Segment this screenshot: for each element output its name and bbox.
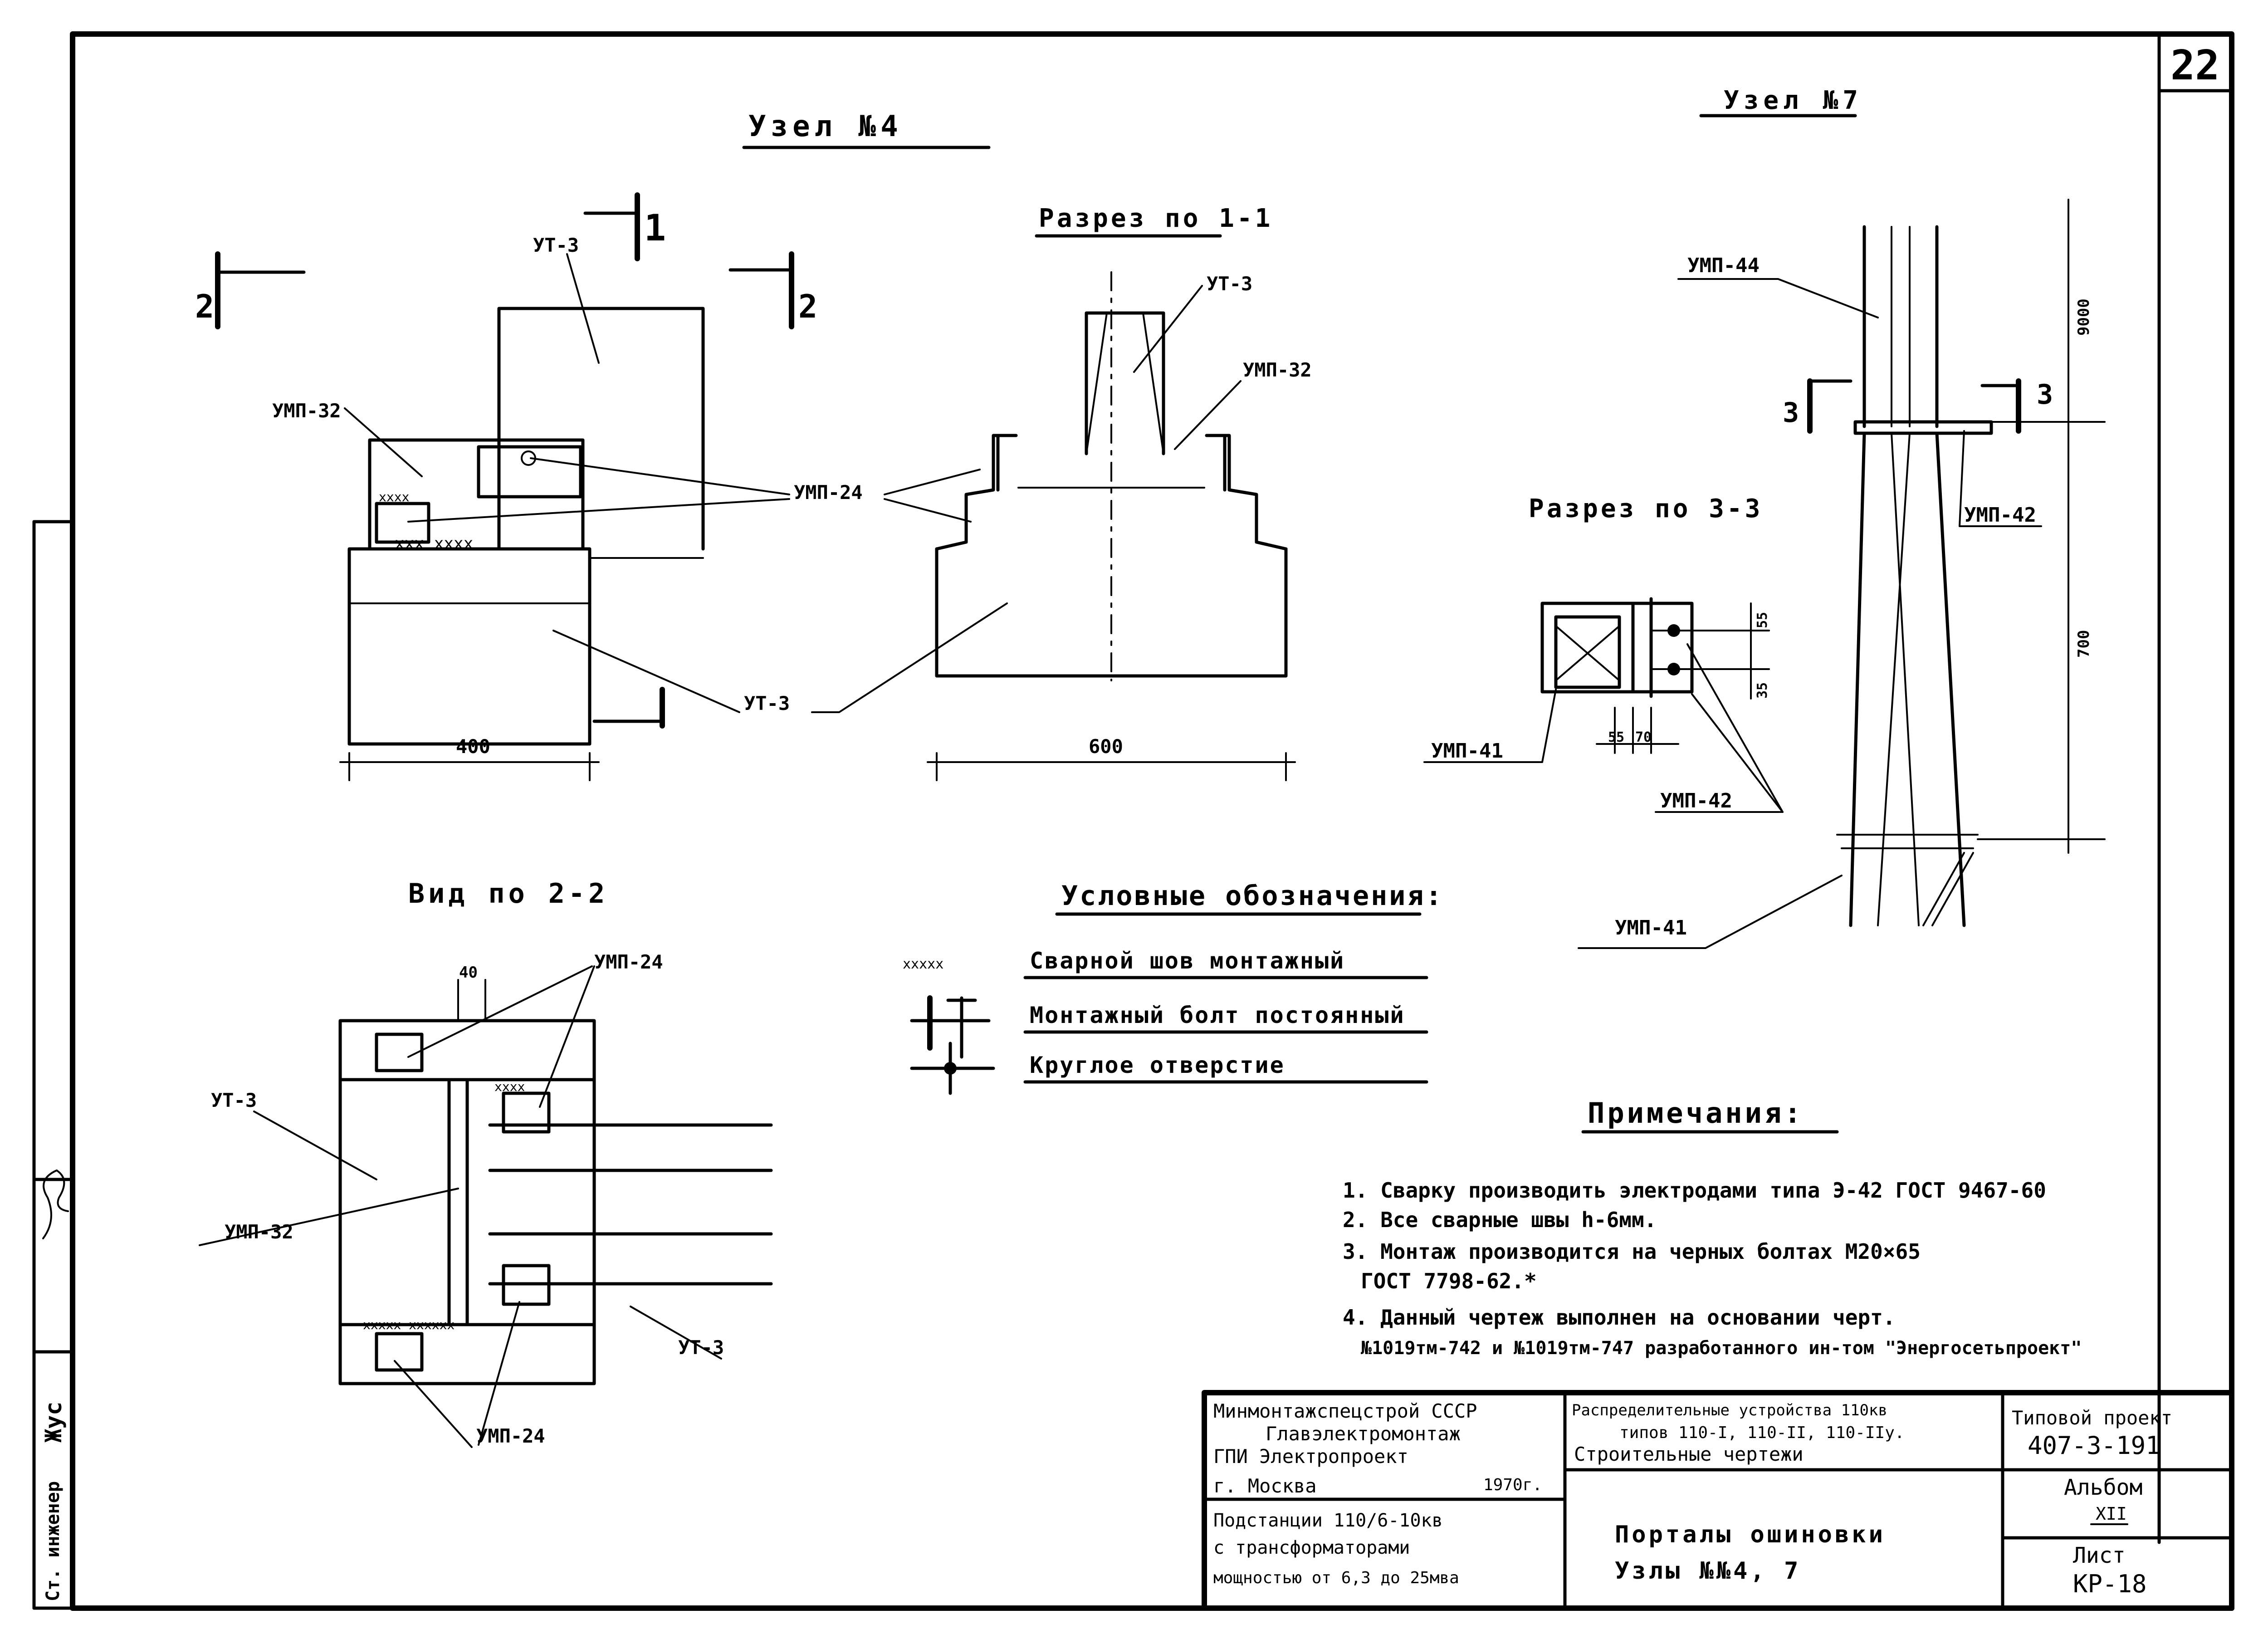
label-ump24-view-top: УМП-24 bbox=[594, 951, 663, 973]
label-ut3-section: УТ-3 bbox=[1207, 273, 1252, 295]
node-4-section-1-1: Разрез по 1-1 600 bbox=[927, 204, 1296, 781]
dim-600: 600 bbox=[1089, 735, 1123, 758]
label-ut3-bottom: УТ-3 bbox=[744, 692, 790, 714]
note-1: 1. Сварку производить электродами типа Э… bbox=[1343, 1178, 2046, 1203]
node-7-title: Узел №7 bbox=[1724, 86, 1862, 115]
cut-mark-1: 1 bbox=[583, 192, 666, 261]
tb-device-2: типов 110-I, 110-II, 110-IIу. bbox=[1619, 1424, 1905, 1442]
tb-device-1: Распределительные устройства 110кв bbox=[1572, 1401, 1887, 1419]
node-4-labels: УТ-3 УМП-32 УМП-24 УТ-3 УТ-3 УМП-32 bbox=[272, 234, 1312, 714]
weld-mark: ххх хххх bbox=[395, 534, 473, 553]
svg-text:1: 1 bbox=[644, 207, 666, 249]
dim-sec-b: 35 bbox=[1755, 682, 1770, 699]
weld-mark: ххххх хххххх bbox=[363, 1317, 455, 1332]
label-ump24-center: УМП-24 bbox=[794, 481, 863, 504]
tb-sheet-title-1: Порталы ошиновки bbox=[1615, 1521, 1886, 1548]
node-7: Узел №7 9000 700 3 bbox=[1423, 86, 2106, 949]
tb-org-1: Минмонтажспецстрой СССР bbox=[1213, 1400, 1477, 1422]
node-4: Узел №4 1 2 2 ххх х bbox=[195, 110, 1312, 1448]
tb-album-number: XII bbox=[2096, 1504, 2127, 1524]
label-ump42-section: УМП-42 bbox=[1660, 789, 1732, 812]
tb-org-2: Главэлектромонтаж bbox=[1266, 1423, 1461, 1445]
tb-object-1: Подстанции 110/6-10кв bbox=[1213, 1510, 1443, 1531]
side-stamp-inv: Ст. инженер bbox=[43, 1481, 64, 1601]
side-stamp: Ст. инженер Жус bbox=[40, 1169, 69, 1601]
legend-item-1: Сварной шов монтажный bbox=[1030, 948, 1345, 974]
weld-mark: хххх bbox=[494, 1079, 525, 1094]
tb-sheet-title-2: Узлы №№4, 7 bbox=[1615, 1557, 1801, 1585]
label-ump42-right: УМП-42 bbox=[1964, 504, 2036, 527]
node-4-plan: ххх хххх хххх 400 bbox=[339, 307, 705, 781]
tb-org-5: 1970г. bbox=[1483, 1476, 1542, 1494]
legend: Условные обозначения: ххххх Сварной шов … bbox=[903, 880, 1444, 1095]
label-ump41-bottom: УМП-41 bbox=[1615, 916, 1687, 939]
node-4-view-2-2: Вид по 2-2 хххх ххххх хххххх 40 УМП-24 У… bbox=[199, 878, 773, 1448]
dim-700: 700 bbox=[2075, 630, 2093, 658]
cut-mark-2-right: 2 bbox=[728, 251, 817, 329]
tb-project-number: 407-3-191 bbox=[2028, 1431, 2160, 1460]
weld-seam-icon: ххххх bbox=[903, 956, 943, 972]
tb-sheet-code: КР-18 bbox=[2073, 1570, 2147, 1598]
signature bbox=[42, 1169, 69, 1239]
tb-org-4: г. Москва bbox=[1213, 1475, 1317, 1497]
sheet-number: 22 bbox=[2170, 42, 2219, 89]
weld-mark: хххх bbox=[379, 489, 409, 504]
legend-item-2: Монтажный болт постоянный bbox=[1030, 1002, 1405, 1028]
dim-sec-a: 55 bbox=[1755, 612, 1770, 628]
node-7-labels: УМП-44 УМП-42 УМП-41 УМП-42 УМП-41 bbox=[1423, 254, 2042, 949]
dim-40: 40 bbox=[459, 964, 478, 982]
view-2-2-title: Вид по 2-2 bbox=[408, 878, 608, 910]
label-ump24-view-bottom: УМП-24 bbox=[476, 1425, 545, 1447]
label-ump41-section: УМП-41 bbox=[1431, 739, 1503, 763]
note-3: 3. Монтаж производится на черных болтах … bbox=[1343, 1239, 1921, 1264]
legend-title: Условные обозначения: bbox=[1061, 880, 1444, 912]
notes: Примечания: 1. Сварку производить электр… bbox=[1343, 1096, 2082, 1359]
tb-org-3: ГПИ Электропроект bbox=[1213, 1445, 1408, 1468]
dim-400: 400 bbox=[456, 735, 490, 758]
bolt-icon bbox=[910, 995, 991, 1059]
tb-object-3: мощностью от 6,3 до 25мва bbox=[1213, 1569, 1459, 1587]
note-2: 2. Все сварные швы h-6мм. bbox=[1343, 1208, 1657, 1232]
tb-project-label: Типовой проект bbox=[2012, 1407, 2172, 1429]
svg-text:3: 3 bbox=[1783, 397, 1799, 429]
tb-album-label: Альбом bbox=[2064, 1475, 2142, 1500]
svg-text:2: 2 bbox=[798, 288, 817, 325]
node-7-elevation: 9000 700 3 3 bbox=[1783, 199, 2106, 927]
section-3-3-title: Разрез по 3-3 bbox=[1529, 494, 1763, 523]
label-ump44: УМП-44 bbox=[1687, 254, 1760, 277]
title-block: Минмонтажспецстрой СССР Главэлектромонта… bbox=[1202, 1390, 2234, 1611]
cut-mark-2-left: 2 bbox=[195, 251, 306, 329]
dim-9000: 9000 bbox=[2075, 298, 2093, 336]
section-1-1-title: Разрез по 1-1 bbox=[1039, 204, 1273, 233]
svg-text:3: 3 bbox=[2037, 379, 2053, 411]
tb-sheet-label: Лист bbox=[2073, 1543, 2126, 1568]
svg-text:2: 2 bbox=[195, 288, 214, 325]
note-4: 4. Данный чертеж выполнен на основании ч… bbox=[1343, 1305, 1896, 1330]
legend-item-3: Круглое отверстие bbox=[1030, 1052, 1285, 1078]
dim-sec-c: 55 bbox=[1608, 729, 1624, 745]
sheet-number-box: 22 bbox=[2157, 32, 2234, 93]
note-3-gost: ГОСТ 7798-62.* bbox=[1361, 1269, 1537, 1293]
notes-title: Примечания: bbox=[1588, 1096, 1804, 1130]
sheet-frame bbox=[32, 31, 2234, 1611]
node-4-title: Узел №4 bbox=[748, 110, 903, 143]
tb-device-3: Строительные чертежи bbox=[1574, 1443, 1804, 1465]
side-stamp-signer: Жус bbox=[40, 1402, 67, 1443]
label-ut3-top: УТ-3 bbox=[533, 234, 579, 256]
dim-sec-d: 70 bbox=[1635, 729, 1652, 745]
label-ut3-view-left: УТ-3 bbox=[211, 1089, 257, 1111]
label-ump32-left: УМП-32 bbox=[272, 400, 341, 422]
node-7-section-3-3: Разрез по 3-3 55 35 55 70 bbox=[1529, 494, 1770, 754]
round-hole-icon bbox=[910, 1042, 995, 1095]
note-4-cont: №1019тм-742 и №1019тм-747 разработанного… bbox=[1361, 1338, 2082, 1359]
tb-object-2: с трансформаторами bbox=[1213, 1537, 1410, 1558]
label-ump32-section: УМП-32 bbox=[1243, 359, 1312, 381]
